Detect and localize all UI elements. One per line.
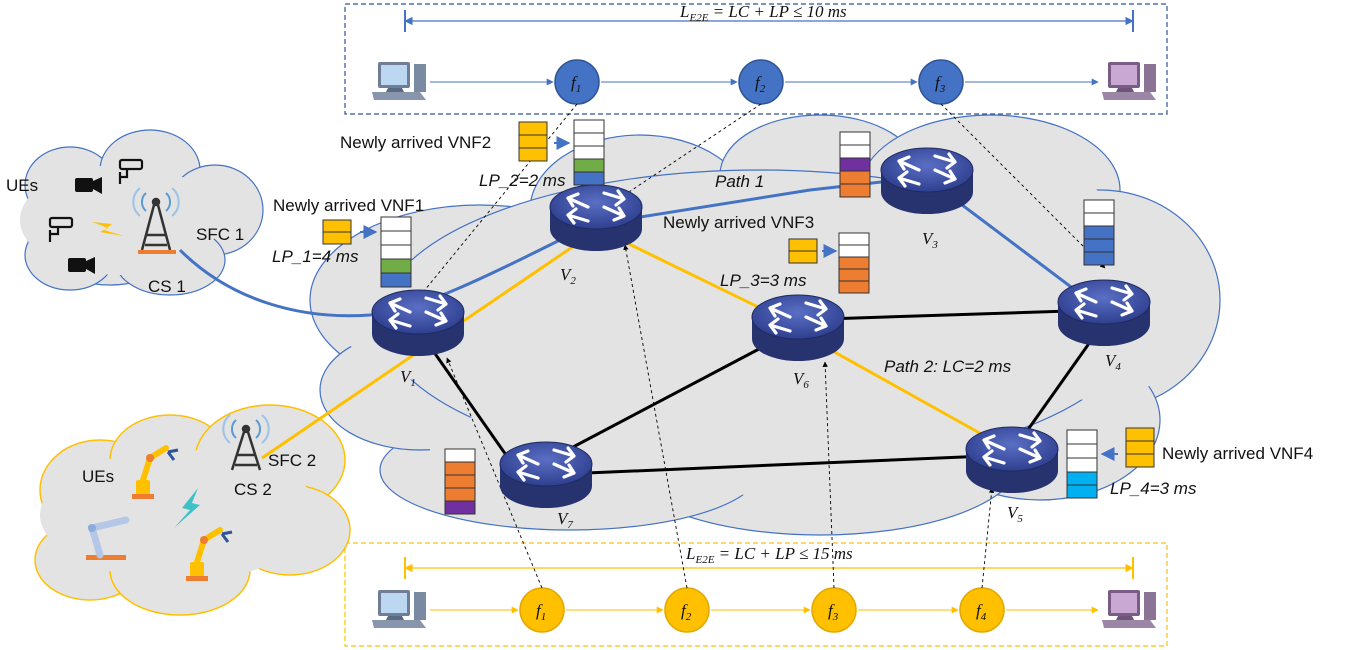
- wireless-link-icon: [174, 488, 200, 528]
- cs2-sfc-label: SFC 2: [268, 451, 316, 470]
- sfc2-function-node: f4: [959, 587, 1005, 633]
- cs2-label: CS 2: [234, 480, 272, 499]
- robot-arm-icon: [132, 445, 179, 499]
- arrival-vnf4-label: Newly arrived VNF4: [1162, 444, 1313, 463]
- resource-stack-v7: [444, 448, 476, 515]
- sfc1-latency-constraint: LE2E = LC + LP ≤ 10 ms: [679, 2, 847, 24]
- svg-text:f4: f4: [976, 601, 987, 623]
- video-camera-icon: [75, 177, 102, 194]
- arrival-vnf1-latency: LP_1=4 ms: [272, 247, 359, 266]
- router-v5-icon: [964, 425, 1060, 495]
- router-v7-icon: [498, 440, 594, 510]
- router-v2-icon: [548, 183, 644, 253]
- node-label-v4: V4: [1105, 351, 1121, 373]
- source-computer-icon: [372, 590, 426, 628]
- sfc1-function-node: f2: [738, 59, 784, 105]
- robot-arm-icon: [186, 527, 233, 581]
- sfc2-latency-constraint: LE2E = LC + LP ≤ 15 ms: [685, 544, 853, 566]
- router-v3-icon: [879, 146, 975, 216]
- resource-stack-v6: [838, 232, 870, 294]
- resource-stack-v1: [380, 216, 412, 288]
- security-camera-icon: [48, 216, 74, 242]
- arrival-vnf2: Newly arrived VNF2 LP_2=2 ms: [340, 121, 571, 190]
- base-station-tower-icon: [132, 187, 180, 254]
- sfc2-function-node: f1: [519, 587, 565, 633]
- security-camera-icon: [118, 158, 144, 184]
- resource-stack-v3: [839, 131, 871, 198]
- destination-computer-icon: [1102, 590, 1156, 628]
- cs1-contents: UEs SFC 1 CS 1: [6, 158, 244, 296]
- source-computer-icon: [372, 62, 426, 100]
- robot-arm-icon: [86, 516, 130, 560]
- base-station-tower-icon: [222, 414, 270, 471]
- node-label-v2: V2: [560, 265, 576, 287]
- arrival-vnf2-label: Newly arrived VNF2: [340, 133, 491, 152]
- svg-text:f2: f2: [755, 73, 766, 95]
- arrival-vnf3-label: Newly arrived VNF3: [663, 213, 814, 232]
- router-v1-icon: [370, 288, 466, 358]
- svg-text:f3: f3: [935, 73, 946, 95]
- resource-stack-v5: [1066, 429, 1098, 499]
- path2-label: Path 2: LC=2 ms: [884, 357, 1012, 376]
- arrival-vnf2-latency: LP_2=2 ms: [479, 171, 566, 190]
- sfc2-chain: f1 f2 f3 f4: [372, 587, 1156, 633]
- sfc2-chain-box: [344, 542, 1168, 647]
- wireless-link-icon: [92, 222, 124, 236]
- resource-stack-v4: [1083, 199, 1115, 266]
- cs2-contents: UEs SFC 2 CS 2: [82, 414, 316, 581]
- cs1-sfc-label: SFC 1: [196, 225, 244, 244]
- destination-computer-icon: [1102, 62, 1156, 100]
- function-mapping-arrows: [414, 103, 1106, 589]
- video-camera-icon: [68, 257, 95, 274]
- arrival-vnf1: Newly arrived VNF1 LP_1=4 ms: [272, 196, 424, 266]
- sfc1-chain: f1 f2 f3: [372, 59, 1156, 105]
- resource-stack-v2: [573, 119, 605, 186]
- node-label-v6: V6: [793, 369, 809, 391]
- arrival-vnf4-latency: LP_4=3 ms: [1110, 479, 1197, 498]
- svg-text:f1: f1: [536, 601, 546, 623]
- svg-text:f1: f1: [571, 73, 581, 95]
- sfc1-chain-box: [344, 3, 1168, 115]
- path1-label: Path 1: [715, 172, 764, 191]
- node-label-v3: V3: [922, 229, 938, 251]
- arrival-vnf3: Newly arrived VNF3 LP_3=3 ms: [663, 213, 838, 290]
- cs1-ues-label: UEs: [6, 176, 38, 195]
- sfc1-function-node: f1: [554, 59, 600, 105]
- node-label-v5: V5: [1007, 503, 1023, 525]
- sfc2-function-node: f2: [664, 587, 710, 633]
- arrival-vnf4: Newly arrived VNF4 LP_4=3 ms: [1100, 427, 1313, 498]
- router-v6-icon: [750, 293, 846, 363]
- arrival-vnf3-latency: LP_3=3 ms: [720, 271, 807, 290]
- arrival-vnf1-label: Newly arrived VNF1: [273, 196, 424, 215]
- svg-text:f2: f2: [681, 601, 692, 623]
- node-label-v1: V1: [400, 367, 416, 389]
- sfc2-function-node: f3: [811, 587, 857, 633]
- cs2-ues-label: UEs: [82, 467, 114, 486]
- node-label-v7: V7: [557, 509, 573, 531]
- cs1-label: CS 1: [148, 277, 186, 296]
- router-v4-icon: [1056, 278, 1152, 348]
- sfc1-function-node: f3: [918, 59, 964, 105]
- svg-text:f3: f3: [828, 601, 839, 623]
